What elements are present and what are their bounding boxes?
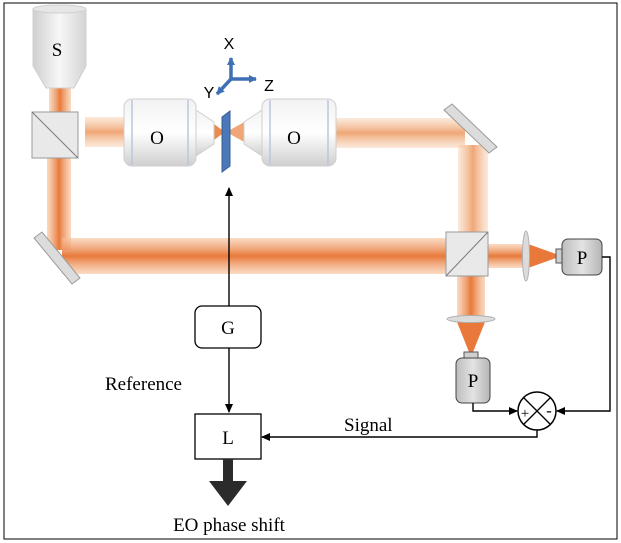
- objective-left-label: O: [150, 128, 164, 149]
- coordinate-axes: X Z Y: [204, 36, 274, 102]
- wire-detector-bottom: [472, 403, 518, 415]
- source-label: S: [52, 40, 63, 61]
- axis-z-label: Z: [264, 78, 274, 95]
- objective-right-label: O: [287, 128, 301, 149]
- beamsplitter-top-left: [31, 111, 79, 159]
- signal-wires: [225, 187, 611, 441]
- difference-junction: + -: [517, 391, 557, 431]
- mirror-lower-left: [33, 231, 81, 285]
- beam-upper-right: [335, 118, 465, 148]
- wire-signal: [261, 430, 538, 441]
- axis-y-arrow: [215, 77, 233, 96]
- sample-slab: [221, 110, 231, 173]
- beam-right-vertical: [458, 145, 488, 235]
- junction-minus: -: [546, 401, 552, 420]
- beam-to-right-lens: [488, 244, 526, 268]
- axis-x-label: X: [224, 36, 235, 53]
- objective-right: O: [243, 98, 337, 167]
- beam-left-vertical: [47, 158, 71, 250]
- lens-bottom: [446, 315, 496, 323]
- detector-right-label: P: [577, 248, 588, 269]
- output-arrow: [209, 459, 247, 506]
- detector-bottom: P: [455, 351, 491, 404]
- junction-plus: +: [521, 406, 529, 422]
- objective-left: O: [123, 98, 215, 167]
- detector-right: P: [555, 238, 603, 276]
- outer-frame: [3, 2, 618, 540]
- lockin-box: L: [194, 413, 262, 460]
- output-label: EO phase shift: [173, 515, 286, 536]
- mirror-upper-right: [443, 103, 498, 154]
- axis-y-label: Y: [204, 85, 215, 102]
- beam-to-bottom-lens: [457, 276, 485, 316]
- detector-bottom-label: P: [468, 371, 479, 392]
- generator-box: G: [194, 305, 262, 349]
- beamsplitter-right: [445, 231, 489, 277]
- generator-label: G: [221, 318, 235, 339]
- signal-label: Signal: [344, 415, 393, 436]
- wire-detector-right: [556, 256, 611, 415]
- laser-source: S: [32, 4, 87, 89]
- beam-focus-detector-bottom: [457, 322, 485, 352]
- beam-upper-left: [85, 117, 130, 147]
- reference-label: Reference: [105, 374, 182, 395]
- beam-source-down: [49, 88, 71, 118]
- lockin-label: L: [222, 428, 234, 449]
- lens-right: [522, 230, 530, 282]
- beam-focus-detector-right: [528, 244, 556, 268]
- beam-lower-horizontal: [62, 238, 446, 274]
